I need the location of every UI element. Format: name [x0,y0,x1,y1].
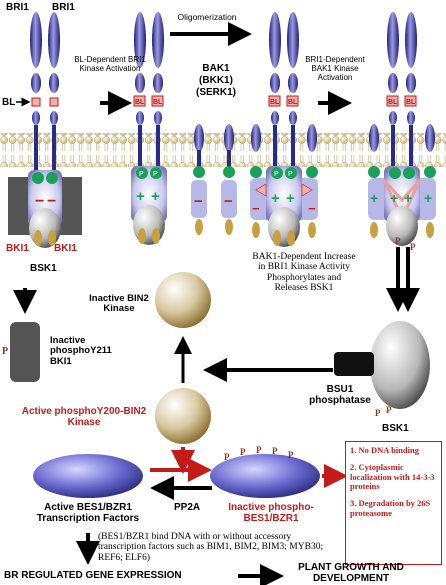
active-bes1-label: Active BES1/BZR1 Transcription Factors [36,502,140,524]
receptor-stage-3 [250,12,318,247]
inactive-bes1-shape [210,454,320,498]
p-stage2-b: P [153,171,158,178]
minus-s3-a: − [252,201,260,216]
minus-bak1-a: − [194,193,203,210]
outcome-3: 3. Degradation by 26S proteasome [350,498,431,518]
receptor-stage-4 [368,12,436,246]
br-regulated-label: BR REGULATED GENE EXPRESSION [4,570,182,581]
bl-label-a: BL [135,99,145,106]
p-s3-a: P [274,171,279,178]
bl-label-b: BL [153,99,163,106]
bak1-label: BAK1 [202,63,230,74]
pp2a-label: PP2A [174,502,201,513]
inactive-bki1-shape [10,322,40,382]
bsk1-label-top: BSK1 [30,263,57,274]
outcome-box: 1. No DNA binding 2. Cytoplasmic localiz… [345,441,442,565]
bin2-inactive-shape [155,272,211,328]
receptor-stage-2 [131,12,167,245]
plus-s3-a: + [271,190,280,207]
active-bes1-shape [33,454,143,498]
plus-s4-a: + [370,190,378,206]
bsu1-shape [334,352,374,376]
plus-stage2-b: + [151,188,160,205]
bl-s3-b: BL [288,99,298,106]
plant-growth-label: PLANT GROWTH AND DEVELOPMENT [298,562,404,584]
bl-s4-b: BL [406,99,416,106]
bri1-label-right: BRI1 [52,2,75,13]
bl-dependent-label: BL-Dependent BRI1 Kinase Activation [74,55,146,73]
minus-sign-1: − [35,193,44,210]
p-bes1-d: P [272,446,278,456]
bl-s3-a: BL [270,99,280,106]
inactive-bin2-label: Inactive BIN2 Kinase [89,293,149,315]
receptor-stage-1 [8,12,82,248]
p-bsk1-b: P [386,405,392,415]
bki1-label-right: BKI1 [54,243,77,254]
outcome-2: 2. Cytoplasmic localization with 14-3-3 … [350,461,435,492]
bsk1-label-bottom: BSK1 [382,423,409,434]
p-bes1-b: P [240,447,246,457]
oligomerization-label: Oligomerization [177,12,237,22]
bl-label: BL [2,97,16,108]
p-s3-b: P [288,171,293,178]
p-bsk1-a: P [375,408,381,418]
bak1-receptors-free [191,124,237,235]
serk1-label: (SERK1) [195,87,236,98]
p-bes1-e: P [288,450,294,460]
bki1-label-left: BKI1 [6,243,29,254]
p-bes1-c: P [256,445,262,455]
bri1-dependent-label: BRI1-Dependent BAK1 Kinase Activation [305,55,365,82]
outcome-1: 1. No DNA binding [350,445,419,455]
plus-s4-c: + [404,190,412,206]
minus-sign-2: − [47,193,56,210]
bsk1-free [370,321,430,409]
bes1-bind-note: (BES1/BZR1 bind DNA with or without acce… [98,532,324,563]
minus-bak1-b: − [224,193,233,210]
p-stage2-a: P [139,171,144,178]
plus-s4-d: + [424,190,432,206]
plus-stage2-a: + [136,188,145,205]
p-s4-a: P [395,236,401,246]
p-bes1-a: P [224,452,230,462]
bkk1-label: (BKK1) [199,75,233,86]
plasma-membrane [0,133,446,167]
plus-s4-b: + [390,190,398,206]
minus-s3-b: − [308,201,316,216]
bri1-label-left: BRI1 [6,2,29,13]
bsu1-label: BSU1 phosphatase [309,384,371,406]
inactive-bes1-label: Inactive phospho-BES1/BZR1 [228,502,314,524]
bak1-dependent-label: BAK1-Dependent Increase in BRI1 Kinase A… [252,252,356,294]
p-bki1: P [2,346,9,357]
bl-s4-a: BL [388,99,398,106]
p-s4-b: P [410,242,416,252]
inactive-bki1-label: Inactive phosphoY211 BKI1 [50,335,112,367]
bin2-active-shape [155,388,211,444]
active-bin2-label: Active phosphoY200-BIN2 Kinase [21,406,147,428]
plus-s3-b: + [286,190,295,207]
